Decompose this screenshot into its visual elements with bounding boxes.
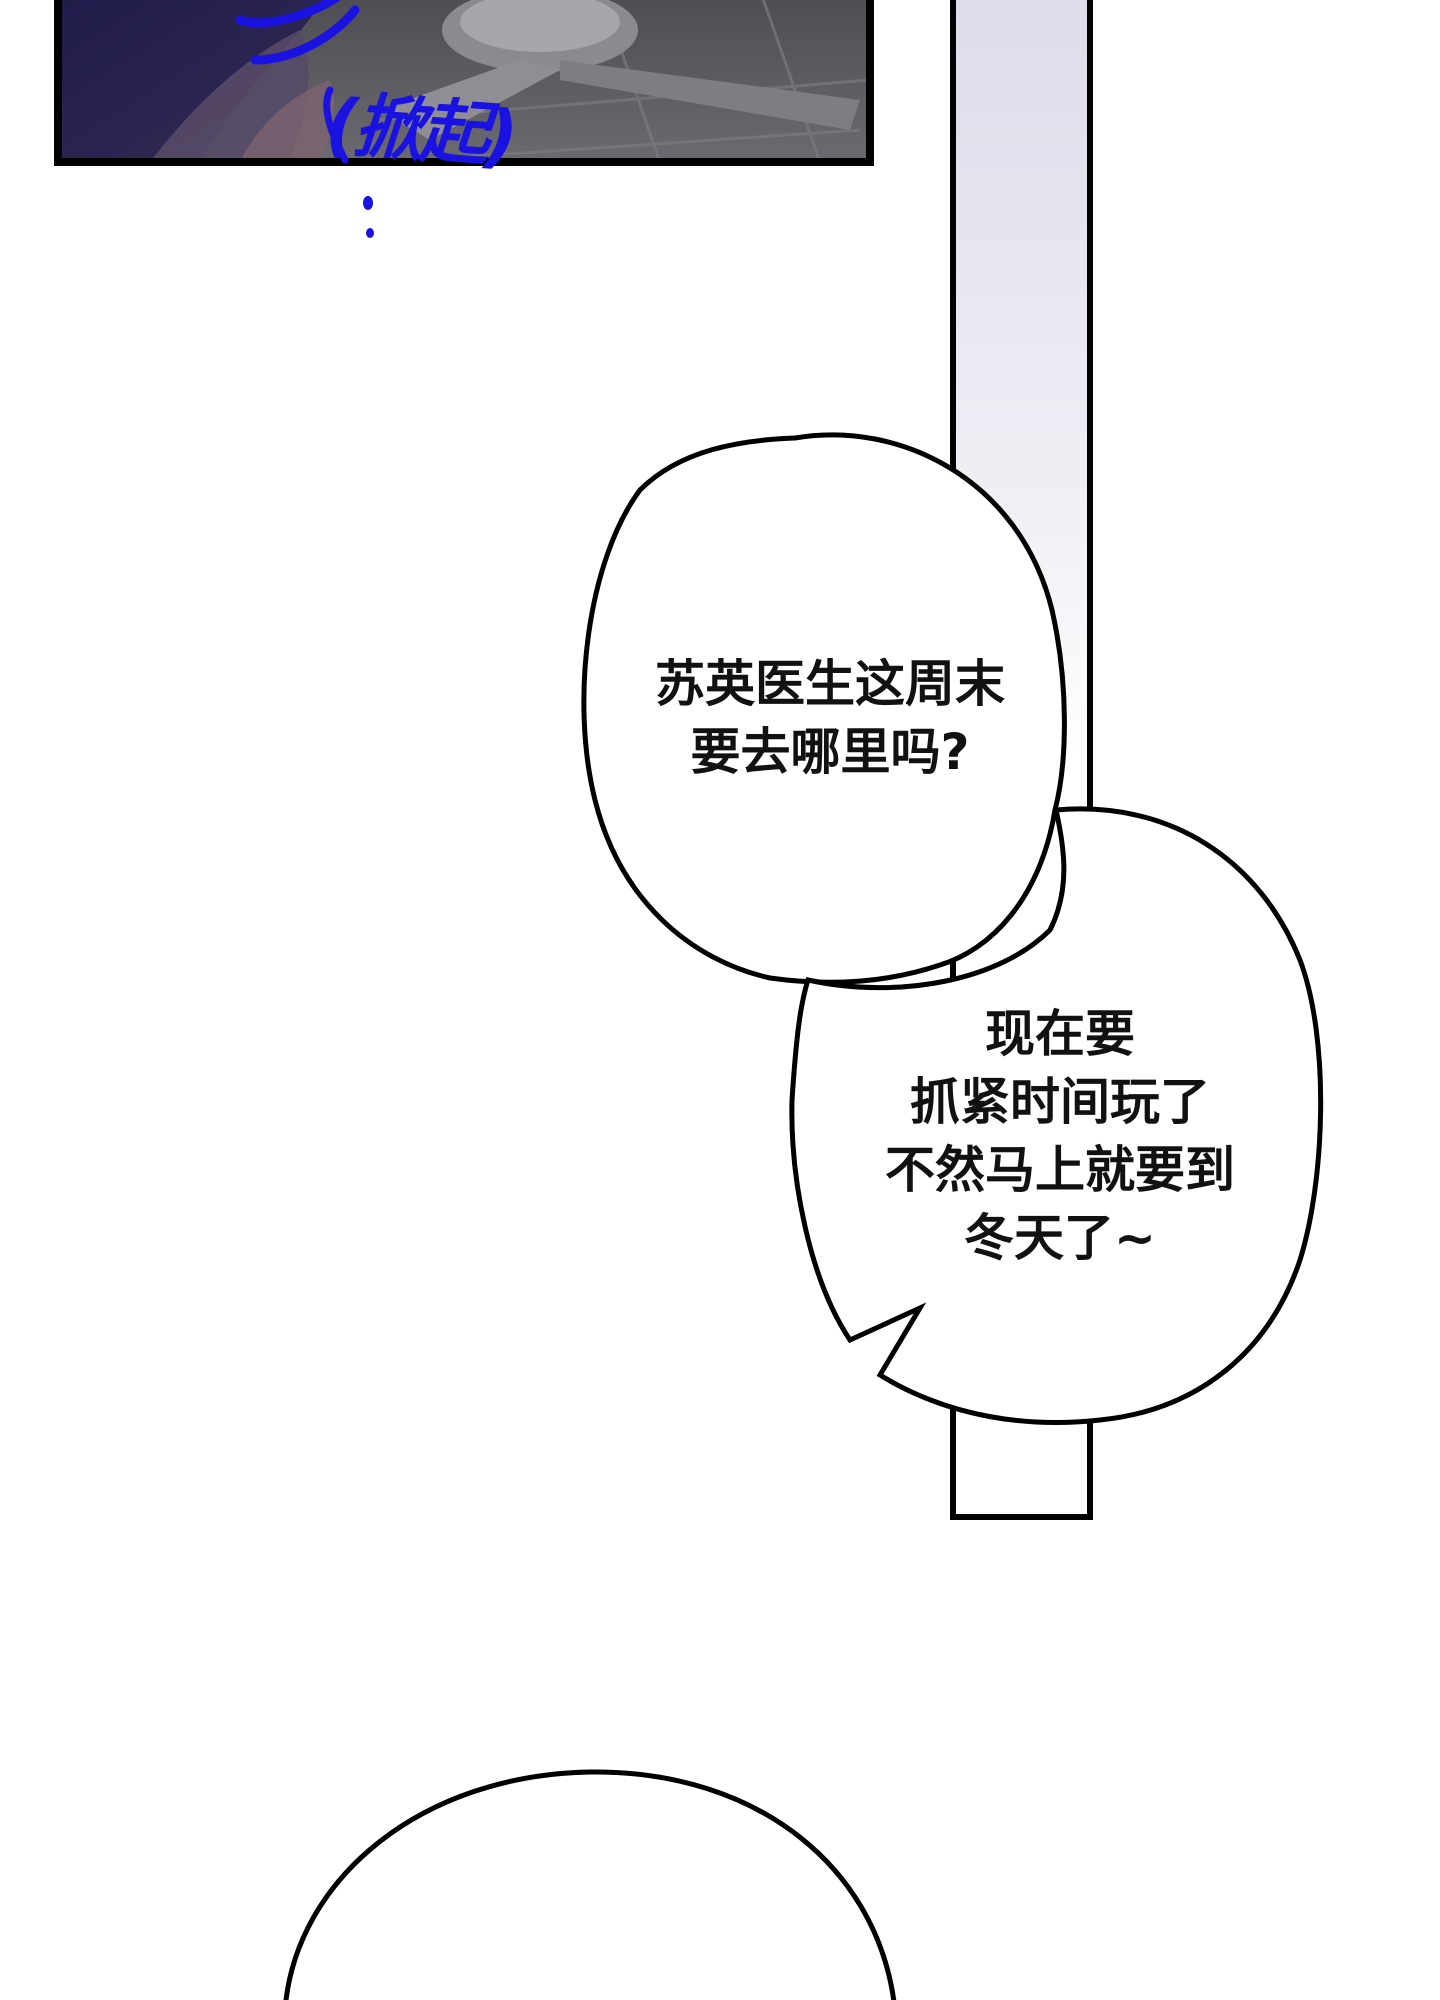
- ceiling-fan-shape: [380, 0, 860, 140]
- speech-bubble-2-text: 现在要 抓紧时间玩了 不然马上就要到 冬天了~: [885, 1005, 1235, 1267]
- speech-bubble-3-shape: [283, 1769, 897, 2000]
- speech-bubble-1-shape: [581, 432, 1067, 985]
- sound-effect-text: (掀起): [323, 82, 517, 178]
- speech-bubble-2-shape: [789, 806, 1324, 1426]
- speech-bubble-1-text: 苏英医生这周末 要去哪里吗?: [655, 655, 1005, 781]
- motion-swoosh: [235, 0, 360, 164]
- top-panel: [54, 0, 874, 166]
- sweat-drops: [363, 196, 374, 238]
